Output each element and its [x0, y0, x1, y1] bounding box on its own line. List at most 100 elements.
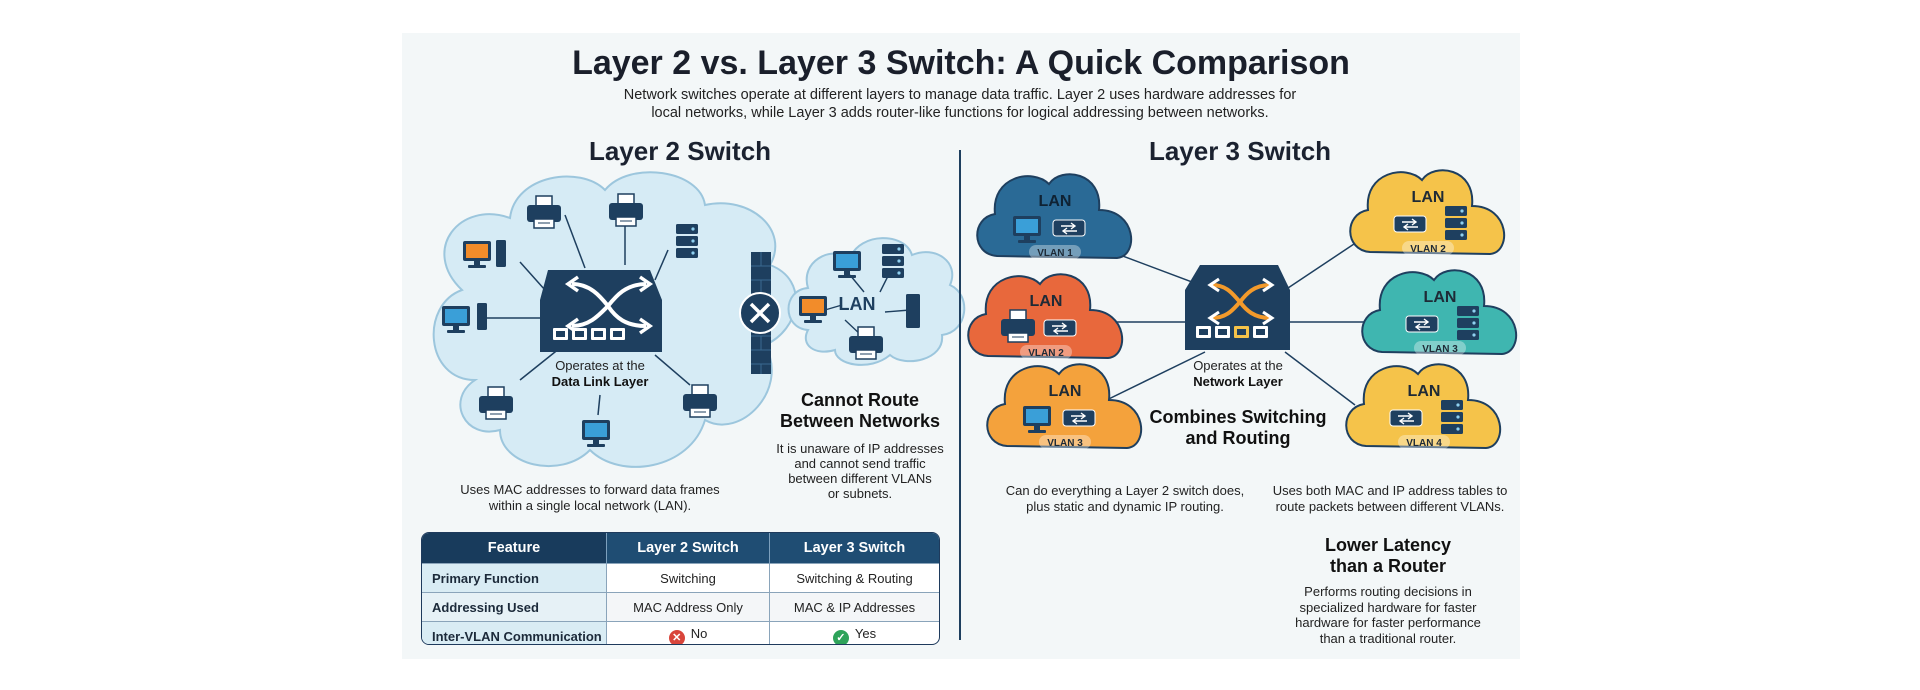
cell-value: No	[690, 626, 708, 641]
lan-label: LAN	[1424, 289, 1457, 306]
table-cell: MAC Address Only	[606, 592, 770, 622]
desc-line: specialized hardware for faster	[1299, 599, 1477, 615]
vlan-label: VLAN 3	[1422, 344, 1458, 355]
subtitle-line: Network switches operate at different la…	[623, 87, 1297, 103]
table-cell: MAC & IP Addresses	[769, 592, 939, 622]
vlan-cloud: LAN VLAN 1	[976, 173, 1132, 260]
mini-switch-icon	[1043, 319, 1077, 337]
vlan-cloud: LAN VLAN 3	[986, 363, 1142, 450]
combines-heading: Combines Switching and Routing	[1138, 407, 1338, 449]
server-icon	[1441, 400, 1463, 434]
desc-line: between different VLANs	[788, 471, 932, 486]
server-icon	[882, 244, 904, 278]
pc-tower-icon	[906, 294, 920, 328]
table-cell: Primary Function	[422, 563, 607, 593]
page-subtitle: Network switches operate at different la…	[560, 86, 1360, 122]
lan-label: LAN	[1049, 383, 1082, 400]
page-title: Layer 2 vs. Layer 3 Switch: A Quick Comp…	[572, 44, 1350, 82]
server-icon	[676, 224, 698, 258]
l2-operates-label: Operates at the	[555, 358, 645, 373]
vlan-cloud: LAN VLAN 2	[1349, 169, 1505, 256]
table-row: Primary Function Switching Switching & R…	[422, 563, 939, 593]
layer2-heading: Layer 2 Switch	[588, 136, 772, 166]
heading-line: Lower Latency	[1324, 535, 1452, 555]
desc-line: and cannot send traffic	[794, 456, 926, 471]
mini-switch-icon	[1052, 219, 1086, 237]
table-header-row: Feature Layer 2 Switch Layer 3 Switch	[422, 533, 939, 564]
cloud-icon	[976, 173, 1132, 260]
table-cell: ✓ Yes	[769, 621, 939, 644]
heading-line: Cannot Route	[801, 390, 919, 410]
mini-switch-icon	[1062, 409, 1096, 427]
server-icon	[1445, 206, 1467, 240]
desc-line: Uses MAC addresses to forward data frame…	[460, 482, 720, 497]
layer3-switch-icon	[1185, 265, 1290, 350]
x-circle-icon: ✕	[668, 630, 685, 644]
desc-line: or subnets.	[827, 486, 893, 501]
vlan-badge	[1402, 241, 1454, 255]
comparison-table: Feature Layer 2 Switch Layer 3 Switch Pr…	[421, 532, 940, 645]
cell-value: Yes	[854, 626, 877, 641]
layer2-switch-icon	[540, 270, 662, 352]
table-cell: Inter-VLAN Communication	[422, 621, 607, 644]
vlan-badge	[1414, 341, 1466, 355]
column-header: Layer 2 Switch	[606, 533, 770, 564]
vlan-badge	[1039, 435, 1091, 449]
l2-operates-layer: Data Link Layer	[552, 374, 649, 389]
column-header: Layer 3 Switch	[769, 533, 939, 564]
cloud-icon	[986, 363, 1142, 450]
table-cell: ✕ No	[606, 621, 770, 644]
lan-label: LAN	[839, 294, 876, 314]
cannot-route-description: It is unaware of IP addresses and cannot…	[760, 441, 960, 501]
cannot-route-heading: Cannot Route Between Networks	[760, 390, 960, 432]
vlan-label: VLAN 1	[1037, 248, 1073, 259]
mini-switch-icon	[1389, 409, 1423, 427]
heading-line: Between Networks	[779, 411, 941, 431]
table-row: Addressing Used MAC Address Only MAC & I…	[422, 592, 939, 622]
pc-tower-icon	[496, 240, 506, 267]
column-header: Feature	[422, 533, 607, 564]
l2-link-lines	[482, 214, 691, 416]
mini-switch-icon	[1405, 315, 1439, 333]
pc-tower-icon	[477, 303, 487, 330]
vlan-clouds: LAN VLAN 1 LAN VLAN 2 LAN VLAN 3 LAN VLAN 2 LAN V…	[967, 169, 1517, 450]
desc-line: Performs routing decisions in	[1304, 584, 1472, 599]
vlan-cloud: LAN VLAN 4	[1345, 363, 1501, 450]
vlan-cloud: LAN VLAN 2	[967, 273, 1123, 360]
desc-line: hardware for faster performance	[1295, 615, 1481, 630]
table-cell: Addressing Used	[422, 592, 607, 622]
lan-label: LAN	[1039, 193, 1072, 210]
l3-operates-layer: Network Layer	[1193, 374, 1283, 389]
l2-description: Uses MAC addresses to forward data frame…	[440, 482, 740, 514]
vlan-badge	[1398, 435, 1450, 449]
server-icon	[1457, 306, 1479, 340]
desc-line: route packets between different VLANs.	[1275, 499, 1505, 514]
vlan-label: VLAN 2	[1028, 348, 1064, 359]
lan-cloud-icon	[787, 237, 966, 366]
desc-line: Uses both MAC and IP address tables to	[1272, 483, 1508, 498]
desc-line: than a traditional router.	[1319, 630, 1457, 646]
lower-latency-description: Performs routing decisions in specialize…	[1270, 584, 1506, 646]
subtitle-line: local networks, while Layer 3 adds route…	[651, 105, 1269, 121]
l3-description-b: Uses both MAC and IP address tables to r…	[1250, 483, 1530, 515]
heading-line: Combines Switching	[1149, 407, 1327, 427]
desc-line: within a single local network (LAN).	[488, 498, 692, 513]
desc-line: It is unaware of IP addresses	[776, 441, 944, 456]
vlan-label: VLAN 3	[1047, 438, 1083, 449]
vlan-label: VLAN 4	[1406, 438, 1442, 449]
lan-label: LAN	[1030, 293, 1063, 310]
table-row: Inter-VLAN Communication ✕ No ✓ Yes	[422, 621, 939, 644]
check-circle-icon: ✓	[832, 630, 849, 644]
l3-operates-label: Operates at the	[1193, 358, 1283, 373]
desc-line: Can do everything a Layer 2 switch does,	[1005, 483, 1245, 498]
table-cell: Switching	[606, 563, 770, 593]
lower-latency-heading: Lower Latency than a Router	[1288, 535, 1488, 577]
heading-line: than a Router	[1329, 556, 1446, 576]
l3-description-a: Can do everything a Layer 2 switch does,…	[985, 483, 1265, 515]
vlan-badge	[1020, 345, 1072, 359]
mini-switch-icon	[1393, 215, 1427, 233]
layer3-heading: Layer 3 Switch	[1148, 136, 1332, 166]
vlan-label: VLAN 2	[1410, 244, 1446, 255]
lan-label: LAN	[1412, 189, 1445, 206]
lan-label: LAN	[1408, 383, 1441, 400]
